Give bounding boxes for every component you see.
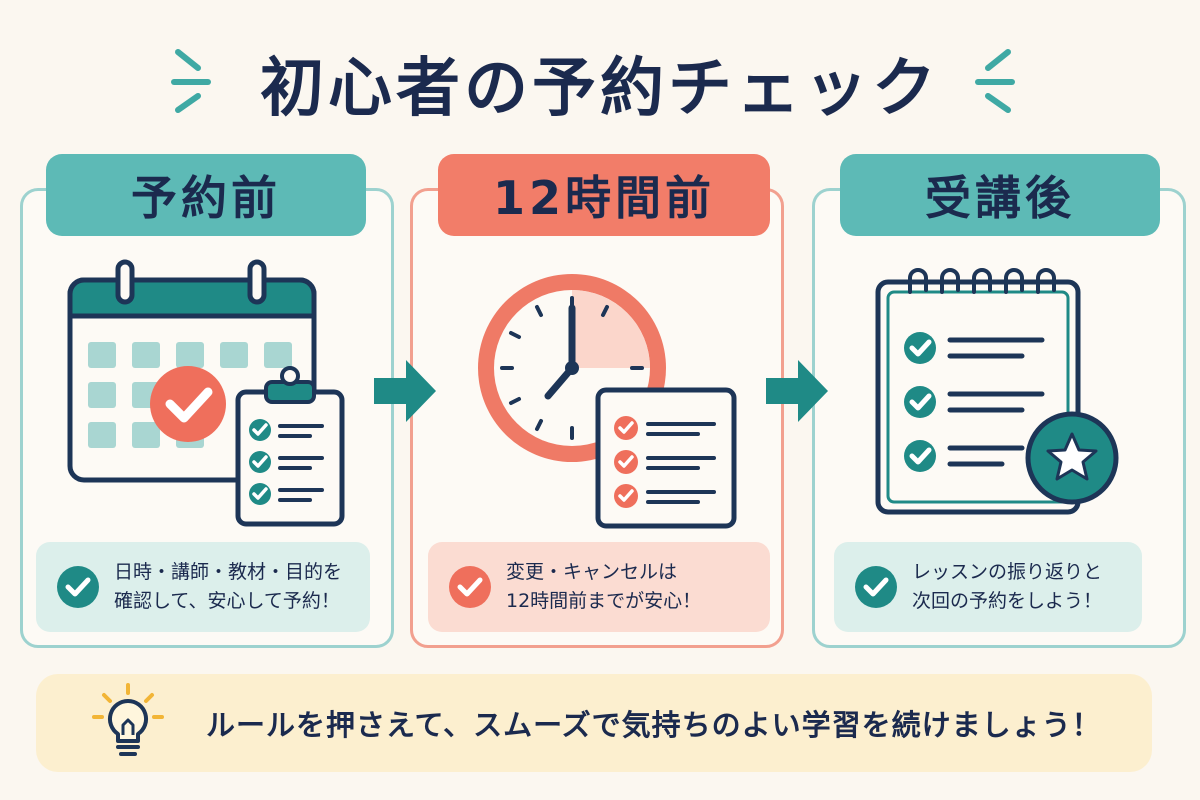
step-note-before: 日時・講師・教材・目的を 確認して、安心して予約！ [36, 542, 370, 632]
star-badge-icon [1025, 411, 1119, 505]
arrow-right-icon [374, 360, 436, 422]
check-circle-icon [449, 566, 491, 608]
step-note-text: 日時・講師・教材・目的を 確認して、安心して予約！ [114, 558, 342, 617]
clock-icon [478, 274, 737, 529]
check-circle-icon [57, 566, 99, 608]
checklist-icon [595, 387, 737, 529]
step-note-after: レッスンの振り返りと 次回の予約をしよう！ [834, 542, 1142, 632]
step-note-text: レッスンの振り返りと 次回の予約をしよう！ [912, 558, 1102, 617]
arrow-right-icon [766, 360, 828, 422]
note-line: 次回の予約をしよう！ [912, 590, 1103, 612]
note-line: 日時・講師・教材・目的を [114, 560, 343, 583]
clipboard-icon [235, 366, 345, 527]
lightbulb-icon [92, 683, 164, 756]
note-line: 確認して、安心して予約！ [114, 590, 340, 612]
note-line: 12時間前までが安心！ [506, 590, 702, 612]
notebook-icon [875, 268, 1119, 515]
calendar-icon [67, 259, 345, 527]
title-area: 初心者の予約チェック [0, 38, 1200, 128]
step-label-before: 予約前 [46, 154, 366, 236]
tip-banner: ルールを押さえて、スムーズで気持ちのよい学習を続けましょう！ [36, 674, 1152, 772]
step-label-after: 受講後 [840, 154, 1160, 236]
note-line: 変更・キャンセルは [506, 560, 678, 583]
sparkle-right-icon [975, 49, 1015, 113]
step-note-text: 変更・キャンセルは 12時間前までが安心！ [506, 558, 701, 617]
page-title: 初心者の予約チェック [260, 52, 940, 126]
step-note-12h: 変更・キャンセルは 12時間前までが安心！ [428, 542, 770, 632]
check-circle-icon [855, 566, 897, 608]
tip-message: ルールを押さえて、スムーズで気持ちのよい学習を続けましょう！ [206, 708, 1102, 742]
note-line: レッスンの振り返りと [912, 560, 1103, 583]
sparkle-left-icon [171, 49, 211, 113]
step-label-12h: 12時間前 [438, 154, 770, 236]
